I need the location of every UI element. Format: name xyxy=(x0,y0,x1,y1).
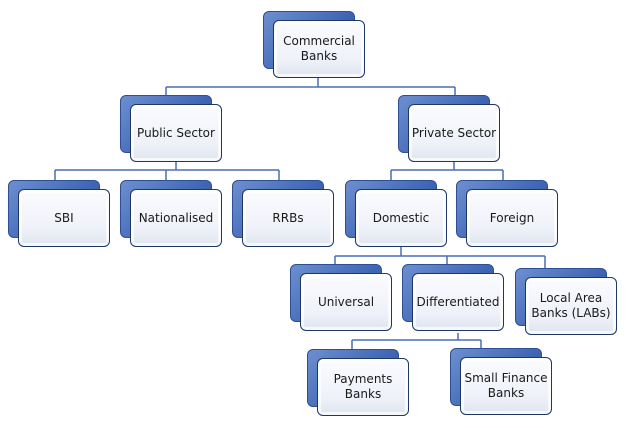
node-universal: Universal xyxy=(290,264,392,331)
node-label: RRBs xyxy=(242,189,334,247)
node-label: Differentiated xyxy=(412,273,504,331)
node-label: Universal xyxy=(300,273,392,331)
node-label: Small Finance Banks xyxy=(460,357,552,415)
node-label: Domestic xyxy=(355,189,447,247)
node-nationalised: Nationalised xyxy=(120,180,222,247)
node-public-sector: Public Sector xyxy=(120,95,222,162)
node-label: Foreign xyxy=(466,189,558,247)
node-label: Private Sector xyxy=(408,104,500,162)
node-label: SBI xyxy=(18,189,110,247)
connector-private xyxy=(390,162,504,180)
node-label: Nationalised xyxy=(130,189,222,247)
node-label: Commercial Banks xyxy=(273,20,365,78)
node-private-sector: Private Sector xyxy=(398,95,500,162)
node-rrbs: RRBs xyxy=(232,180,334,247)
node-commercial-banks: Commercial Banks xyxy=(263,11,365,78)
node-label: Payments Banks xyxy=(317,358,409,416)
node-foreign: Foreign xyxy=(456,180,558,247)
node-label: Public Sector xyxy=(130,104,222,162)
node-label: Local Area Banks (LABs) xyxy=(525,277,617,335)
connector-domestic xyxy=(334,247,546,268)
node-local-area-banks: Local Area Banks (LABs) xyxy=(515,268,617,335)
connector-differentiated xyxy=(351,333,482,350)
node-sbi: SBI xyxy=(8,180,110,247)
node-payments-banks: Payments Banks xyxy=(307,349,409,416)
connector-commercial xyxy=(165,78,456,95)
connector-public xyxy=(54,162,280,180)
node-domestic: Domestic xyxy=(345,180,447,247)
node-differentiated: Differentiated xyxy=(402,264,504,331)
node-small-finance-banks: Small Finance Banks xyxy=(450,348,552,415)
